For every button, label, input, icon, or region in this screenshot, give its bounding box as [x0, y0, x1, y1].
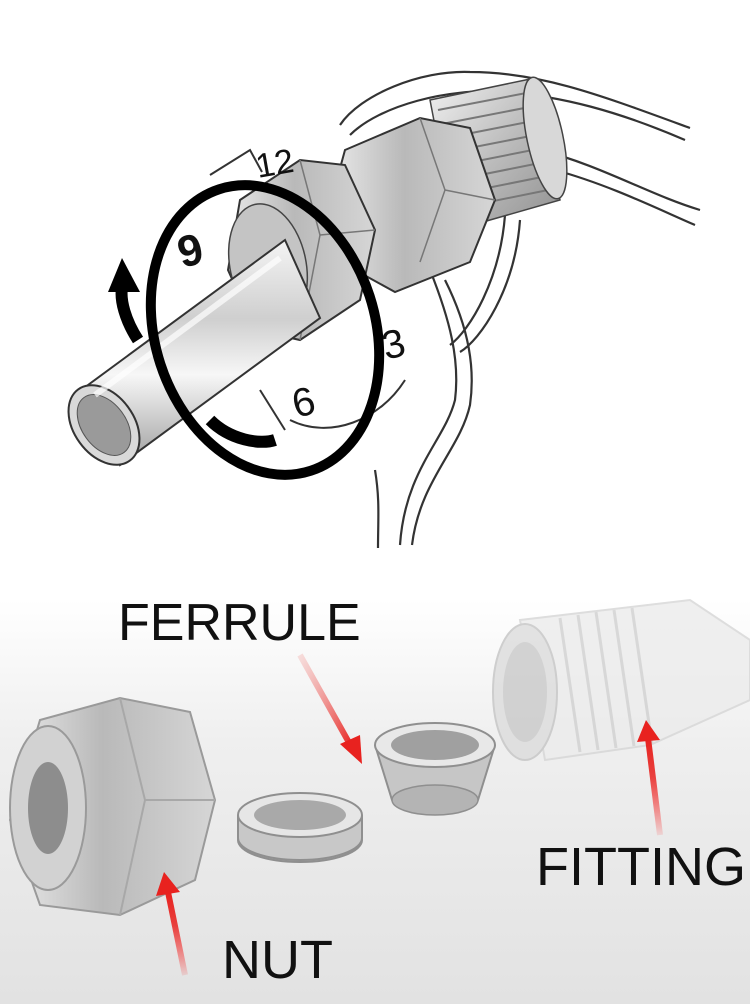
fitting-label: FITTING [536, 837, 746, 897]
nut-label: NUT [222, 930, 333, 990]
clock-mark-9: 9 [173, 224, 209, 277]
nut-part [8, 696, 217, 917]
tube [67, 238, 322, 467]
back-ferrule-part [237, 792, 363, 863]
clock-mark-12: 12 [253, 142, 297, 186]
tightening-illustration: 12 9 3 6 [67, 70, 701, 549]
ferrule-pointer-arrow [297, 653, 362, 764]
clock-mark-6: 6 [288, 379, 320, 427]
rotation-ring [145, 180, 385, 480]
fitting-pointer-arrow [637, 720, 663, 836]
components-photo: FERRULE FITTING NUT [0, 594, 750, 1004]
front-ferrule-part [374, 722, 496, 816]
clock-dial [209, 148, 406, 431]
rotation-arrow-icon [108, 258, 144, 344]
ferrule-label: FERRULE [118, 594, 361, 652]
nut-pointer-arrow [156, 872, 188, 976]
fitting-part [492, 598, 750, 762]
